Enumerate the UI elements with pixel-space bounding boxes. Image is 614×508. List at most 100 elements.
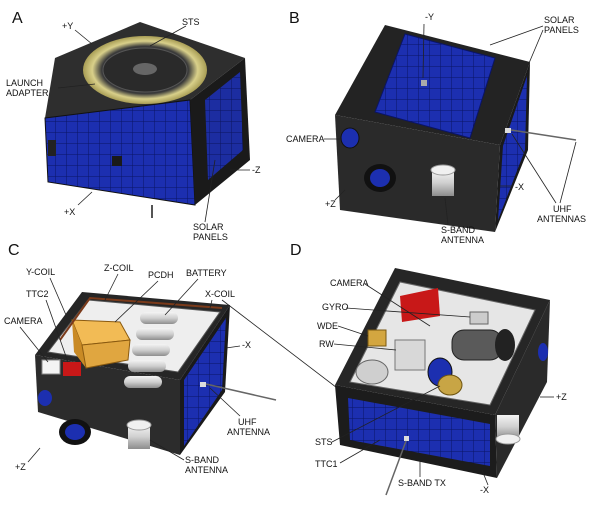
label-panels: PANELS bbox=[544, 25, 579, 35]
s-band-antenna-body bbox=[432, 170, 454, 196]
label-minus-x: -X bbox=[515, 182, 524, 192]
port-lens bbox=[370, 169, 390, 187]
leader bbox=[444, 197, 449, 226]
battery-cell bbox=[140, 312, 178, 324]
leader bbox=[225, 345, 241, 349]
sensor-dot bbox=[421, 80, 427, 86]
leader bbox=[74, 29, 93, 45]
label-camera: CAMERA bbox=[4, 316, 43, 326]
s-band-antenna-top bbox=[430, 164, 456, 176]
cubesat-d bbox=[335, 268, 550, 496]
label-s-band: S-BAND bbox=[441, 225, 476, 235]
leader bbox=[149, 439, 185, 461]
camera-module bbox=[41, 359, 61, 375]
sts-mount bbox=[437, 374, 463, 396]
leader bbox=[19, 326, 49, 363]
uhf-antenna-rod bbox=[510, 129, 577, 141]
label-z-coil: Z-COIL bbox=[104, 263, 134, 273]
label-minus-z: -Z bbox=[252, 165, 261, 175]
label-ttc2: TTC2 bbox=[26, 289, 49, 299]
label-plus-z: +Z bbox=[15, 462, 26, 472]
panel-b: B -Y SOLAR PANELS CAMERA +Z -X UHF AN bbox=[286, 10, 586, 245]
leader bbox=[523, 29, 544, 76]
panel-a: A +Y STS LAUNCH ADAPTER -Z +X SOLAR PANE… bbox=[6, 10, 261, 242]
s-band-antenna-body bbox=[128, 425, 150, 449]
camera-lens bbox=[340, 127, 360, 149]
leader bbox=[204, 159, 216, 223]
label-pcdh: PCDH bbox=[148, 270, 174, 280]
leader bbox=[27, 447, 41, 463]
label-antenna: ANTENNA bbox=[227, 427, 270, 437]
label-solar: SOLAR bbox=[193, 222, 224, 232]
wde-board bbox=[367, 329, 387, 347]
uhf-port bbox=[505, 128, 511, 133]
label-camera: CAMERA bbox=[330, 278, 369, 288]
label-y-coil: Y-COIL bbox=[26, 267, 55, 277]
label-plus-y: +Y bbox=[62, 21, 73, 31]
leader bbox=[49, 277, 67, 316]
top-solar-panel bbox=[374, 33, 496, 139]
leader bbox=[489, 25, 544, 46]
rw-bracket bbox=[394, 339, 426, 371]
panel-b-letter: B bbox=[289, 10, 300, 27]
label-launch: LAUNCH bbox=[6, 78, 43, 88]
label-s-band: S-BAND bbox=[185, 455, 220, 465]
leader bbox=[511, 133, 557, 204]
camera-lens-front bbox=[495, 329, 515, 361]
panel-c: C bbox=[4, 242, 346, 475]
label-s-band-tx: S-BAND TX bbox=[398, 478, 446, 488]
label-antenna2: ANTENNA bbox=[185, 465, 228, 475]
battery-cell bbox=[128, 360, 166, 372]
leader bbox=[345, 307, 471, 318]
label-uhf: UHF bbox=[238, 417, 257, 427]
leader bbox=[422, 23, 425, 79]
leader bbox=[45, 299, 69, 363]
label-rw: RW bbox=[319, 339, 334, 349]
label-gyro: GYRO bbox=[322, 302, 349, 312]
front-solar-panel bbox=[44, 99, 196, 206]
connector bbox=[48, 140, 56, 156]
ttc2-board bbox=[63, 362, 81, 376]
battery-cell bbox=[136, 328, 174, 340]
pcdh-side bbox=[72, 320, 86, 368]
label-ttc1: TTC1 bbox=[315, 459, 338, 469]
label-panels: PANELS bbox=[193, 232, 228, 242]
label-plus-x: +X bbox=[64, 207, 75, 217]
label-plus-z: +Z bbox=[556, 392, 567, 402]
leader bbox=[331, 385, 441, 443]
leader bbox=[209, 387, 241, 417]
uhf-antenna-rod bbox=[205, 383, 277, 401]
label-x-coil: X-COIL bbox=[205, 289, 235, 299]
leader bbox=[339, 439, 381, 464]
label-minus-x: -X bbox=[480, 485, 489, 495]
label-solar: SOLAR bbox=[544, 15, 575, 25]
leader bbox=[77, 191, 93, 206]
label-minus-y: -Y bbox=[425, 12, 434, 22]
battery-pack bbox=[124, 312, 178, 388]
leader bbox=[57, 83, 96, 89]
camera-lens-barrel bbox=[451, 329, 503, 361]
cubesat-b bbox=[335, 25, 577, 232]
leader bbox=[559, 141, 577, 204]
camera-window bbox=[538, 343, 548, 361]
leader bbox=[221, 299, 346, 395]
gyro-unit bbox=[469, 311, 489, 325]
side-solar-panel bbox=[498, 76, 527, 220]
leader bbox=[164, 278, 199, 316]
port-lens bbox=[65, 424, 85, 440]
label-sts: STS bbox=[182, 17, 200, 27]
cubesat-c bbox=[35, 292, 277, 455]
camera-lens bbox=[38, 390, 52, 406]
leader bbox=[104, 273, 119, 301]
reaction-wheel bbox=[355, 359, 389, 385]
cubesat-a bbox=[44, 22, 250, 218]
uhf-port bbox=[404, 436, 409, 441]
uhf-antenna-rod bbox=[385, 440, 407, 496]
side-solar-panel bbox=[205, 72, 243, 180]
label-antennas: ANTENNAS bbox=[537, 214, 586, 224]
label-plus-z: +Z bbox=[325, 199, 336, 209]
pcdh-front bbox=[81, 339, 131, 369]
front-face bbox=[335, 115, 500, 232]
label-adapter: ADAPTER bbox=[6, 88, 49, 98]
